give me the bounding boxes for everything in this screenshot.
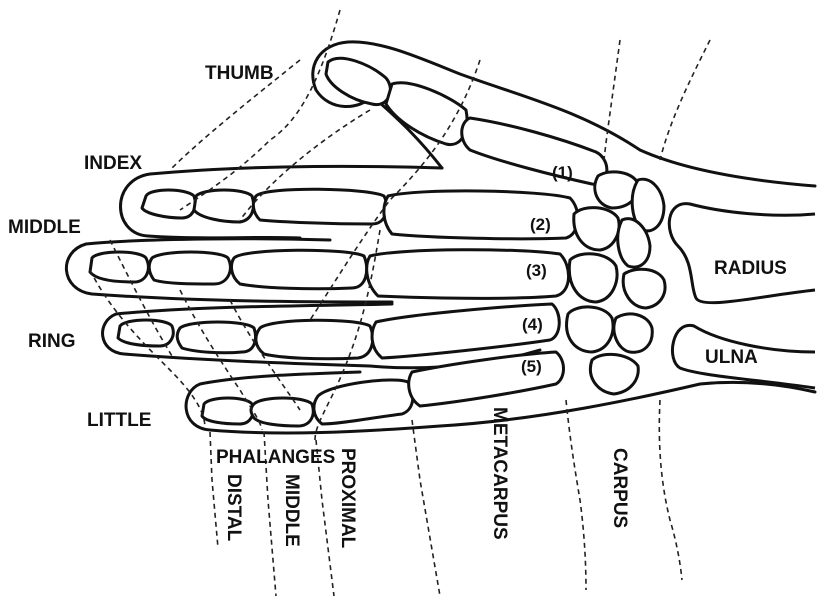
little-middle-phalanx [251,398,313,426]
label-carpus: CARPUS [609,448,630,528]
carpal-bone [569,254,617,302]
leader-line [180,10,340,210]
ring-bones [118,304,559,359]
metacarpal-number: (5) [521,357,542,376]
label-ring: RING [28,331,76,352]
leader-line [659,400,682,580]
label-thumb: THUMB [205,63,274,84]
leader-line [412,420,440,596]
finger-labels: THUMB INDEX MIDDLE RING LITTLE [8,63,274,431]
metacarpal-number: (3) [526,261,547,280]
carpal-bones [567,172,665,394]
label-ulna: ULNA [705,347,758,368]
carpal-bone [614,314,652,352]
metacarpal-number: (4) [522,315,543,334]
middle-middle-phalanx [149,252,230,284]
label-middle-phalanx: MIDDLE [281,474,302,547]
carpal-bone [574,208,619,250]
middle-bones [90,250,569,299]
leader-line [604,40,620,160]
label-index: INDEX [84,153,142,174]
metacarpal-number: (2) [530,215,551,234]
little-distal-phalanx [202,398,253,424]
label-metacarpus: METACARPUS [489,407,510,540]
label-proximal: PROXIMAL [337,448,358,549]
thumb-distal-phalanx [326,58,390,104]
label-middle: MIDDLE [8,217,81,238]
label-radius: RADIUS [714,258,787,279]
carpal-bone [623,269,665,308]
label-distal: DISTAL [223,474,244,542]
leader-line [566,400,586,590]
middle-proximal-phalanx [232,250,367,289]
index-bones [142,189,578,239]
thumb-metacarpal [462,118,607,184]
radius-bone [669,204,815,303]
index-proximal-phalanx [253,189,386,224]
middle-distal-phalanx [90,252,148,282]
index-distal-phalanx [142,190,195,218]
label-little: LITTLE [87,410,151,431]
thumb-proximal-phalanx [386,83,467,145]
label-phalanges: PHALANGES [216,447,335,468]
carpal-bone [567,307,613,352]
metacarpal-number: (1) [552,163,573,182]
leader-line [660,40,710,160]
carpal-bone [590,354,638,394]
